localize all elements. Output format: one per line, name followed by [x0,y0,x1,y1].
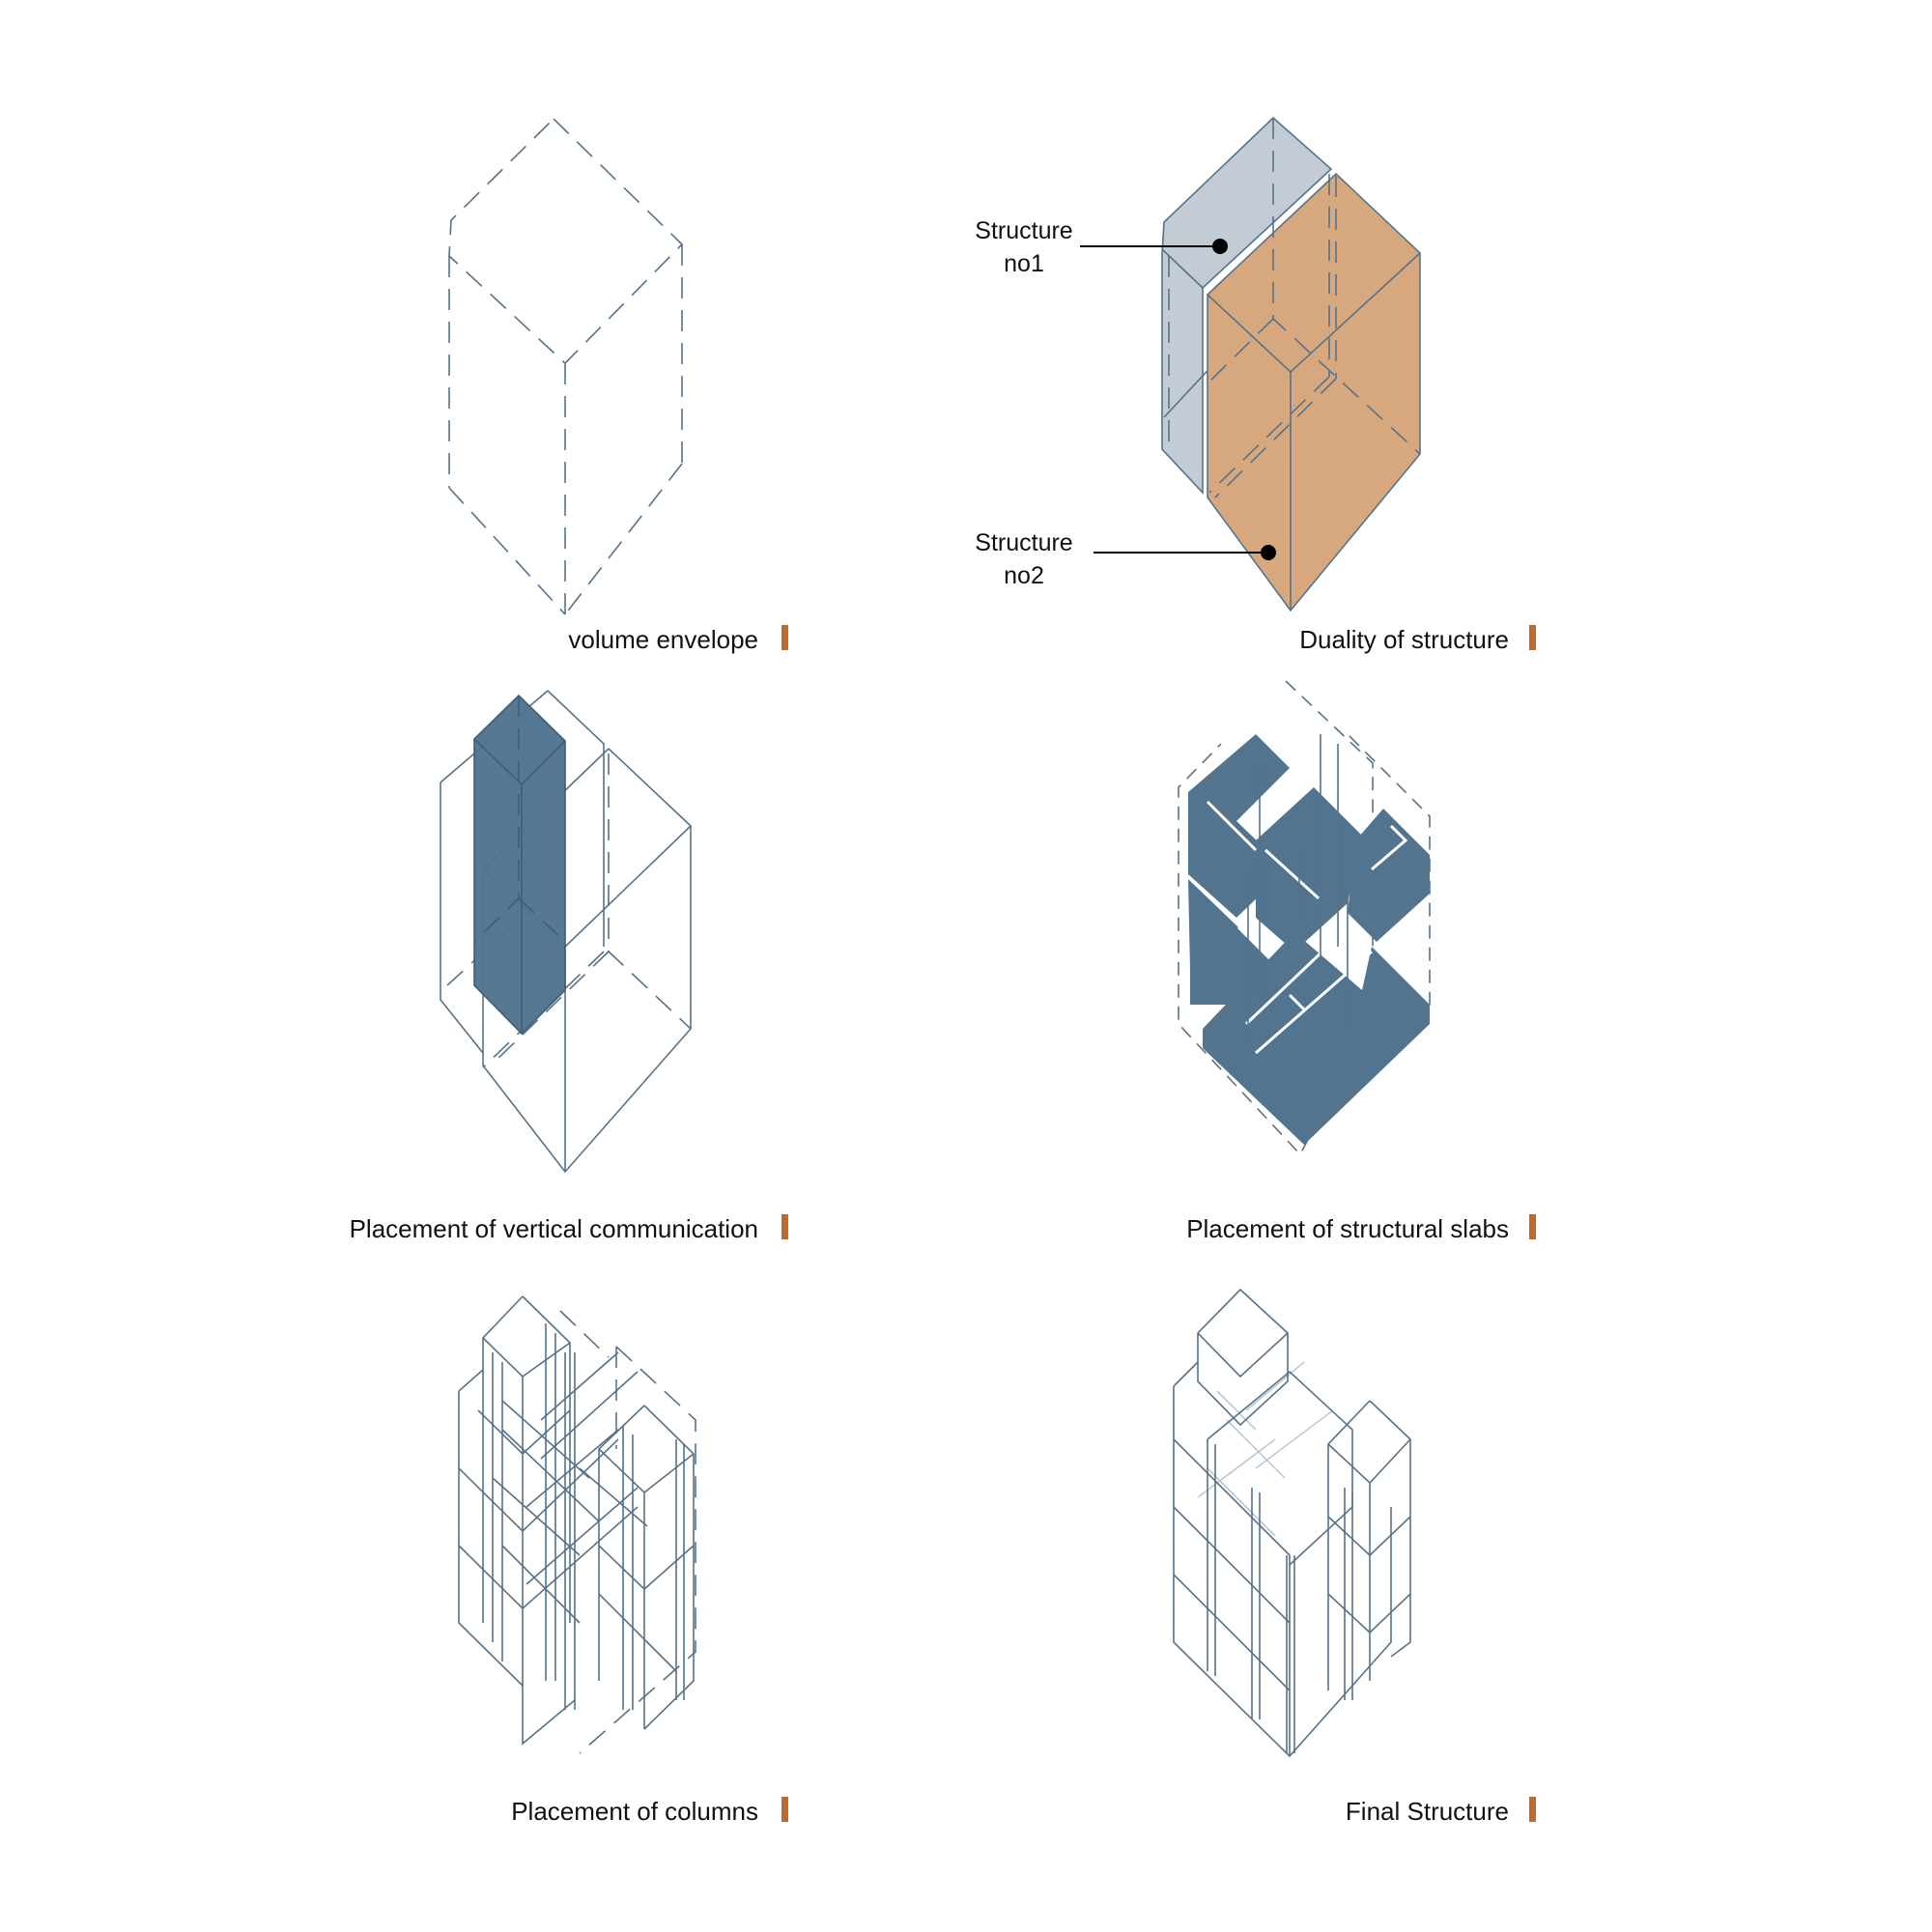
final-right-wing [1327,1400,1411,1690]
callout-no2-line2: no2 [1004,562,1044,589]
caption-final-structure: Final Structure [1345,1797,1509,1826]
callout-dot-no1 [1212,239,1228,254]
caption-structural-slabs: Placement of structural slabs [1186,1214,1509,1243]
caption-marker [781,1797,788,1822]
caption-marker [1529,625,1536,650]
structure-no1-inner-edge [1161,248,1204,289]
columns-verticals [492,1323,685,1710]
structural-slabs-drawing [1178,680,1431,1156]
caption-duality-of-structure: Duality of structure [1299,625,1509,654]
envelope-bottom-right [564,463,683,615]
caption-marker [781,1214,788,1239]
final-structure-drawing [1173,1288,1411,1758]
envelope-bottom-left [448,487,566,615]
callout-no2-line1: Structure [975,529,1073,556]
vertical-core-hidden [473,696,566,943]
structure-no2-hidden-lines [1208,118,1421,498]
envelope-top-face [448,117,684,365]
slab-right-wing[interactable] [1348,809,1430,942]
final-main-block [1173,1361,1392,1758]
structure-no1-volume [1161,116,1333,496]
caption-marker [781,625,788,650]
slab-envelope [1178,680,1431,1156]
caption-volume-envelope: volume envelope [568,625,758,654]
slab-edge-highlights [1206,800,1408,1055]
caption-columns: Placement of columns [511,1797,758,1826]
caption-vertical-communication: Placement of vertical communication [349,1214,758,1243]
columns-drawing [458,1295,696,1754]
callout-structure-no2: Structure no2 [961,526,1087,592]
duality-drawing [1080,116,1421,612]
caption-marker [1529,1214,1536,1239]
callout-no1-line2: no1 [1004,250,1044,277]
slab-central[interactable] [1256,787,1362,952]
vertical-communication-drawing [440,690,692,1174]
final-columns [1207,1439,1353,1753]
column-frame-left [458,1369,639,1687]
column-frame-right [598,1405,695,1730]
columns-envelope-hidden [559,1310,696,1754]
caption-marker [1529,1797,1536,1822]
callout-dot-no2 [1261,545,1276,560]
callout-no1-line1: Structure [975,217,1073,244]
callout-structure-no1: Structure no1 [961,214,1087,280]
vertical-core[interactable] [473,694,566,1036]
final-interior-hatching [1197,1361,1334,1537]
column-frame-main [477,1295,576,1746]
final-tower-top [1197,1288,1289,1427]
vertical-core-edges [473,738,566,1034]
volume-envelope-drawing [448,117,684,615]
slab-columns [1247,734,1349,1038]
slab-mid-left[interactable] [1188,879,1238,971]
columns-beams [492,1351,677,1672]
